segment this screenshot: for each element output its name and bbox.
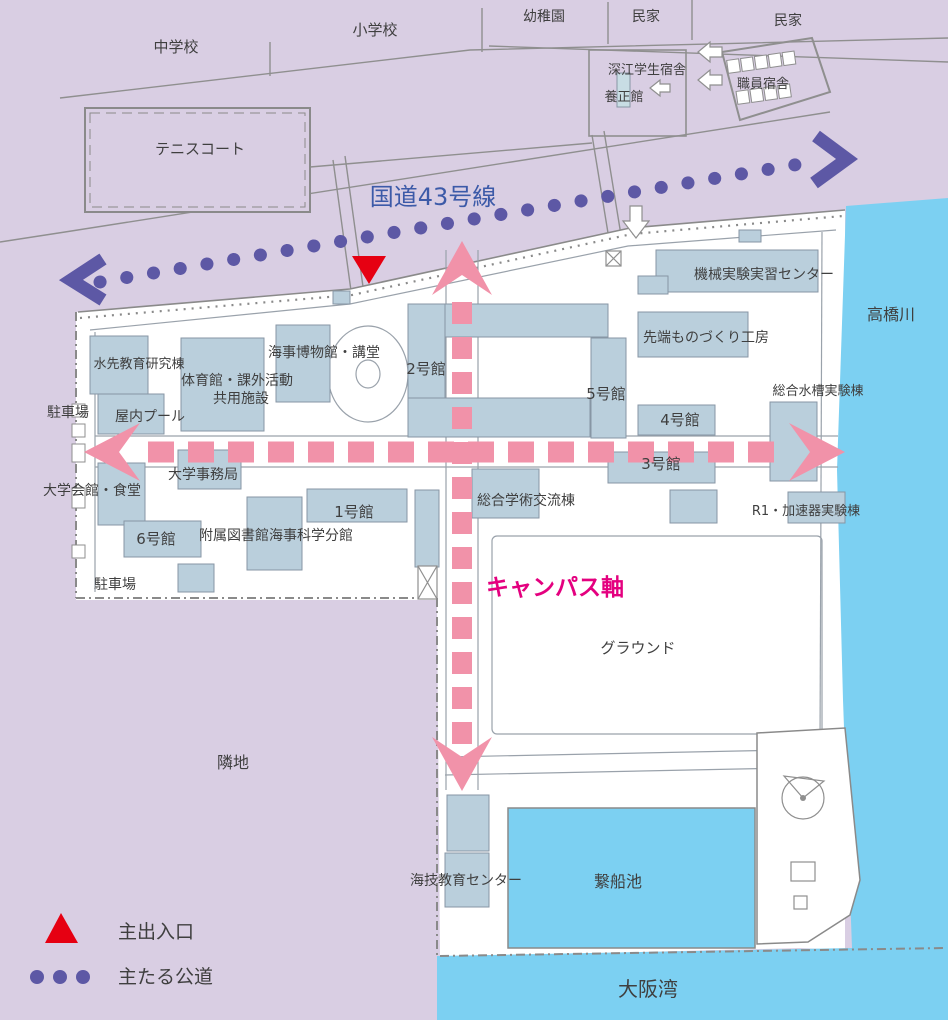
fukae-dorm-block [588, 49, 687, 137]
building-r1-accelerator [787, 491, 846, 524]
ground-outline [491, 535, 823, 735]
label-general-water-tank-lab: 総合水槽実験棟 [772, 383, 863, 399]
label-private-house-2: 民家 [774, 12, 802, 29]
label-junior-high-school: 中学校 [153, 38, 198, 56]
building-indoor-pool [97, 393, 165, 435]
building-3 [607, 451, 716, 484]
crossing-symbols [417, 250, 622, 600]
axis-arrow-right-icon [789, 423, 845, 481]
label-machine-experiment-center: 機械実験実習センター [694, 267, 834, 283]
label-building-3: 3号館 [641, 455, 681, 473]
dotted-line-icon [76, 970, 90, 984]
water-area [437, 198, 948, 1020]
dotted-line-icon [30, 970, 44, 984]
label-parking-lower: 駐車場 [94, 576, 136, 593]
campus-boundary [75, 209, 947, 957]
building-6 [123, 520, 202, 558]
building-yoseikan [616, 72, 631, 108]
building-maritime-education-n [446, 794, 490, 852]
label-library-maritime-branch: 附属図書館海事科学分館 [199, 527, 353, 544]
label-ground: グラウンド [600, 639, 675, 657]
legend-entrance-label: 主出入口 [118, 921, 194, 943]
building-machine-annex [637, 275, 669, 295]
building-gym [180, 337, 265, 432]
building-maritime-education-s [444, 852, 490, 908]
dotted-line-icon [53, 970, 67, 984]
entrance-arrow-left-icon [697, 40, 723, 64]
building-academic-exchange [471, 468, 540, 519]
chevron-right-icon [810, 130, 858, 189]
label-gym-line1: 体育館・課外活動 [181, 372, 293, 389]
label-yoseikan: 養正館 [604, 89, 643, 105]
label-staff-dorm: 職員宿舎 [737, 76, 789, 92]
legend-road-label: 主たる公道 [118, 966, 213, 988]
red-triangle-icon [45, 913, 78, 943]
building-small-north [738, 229, 762, 243]
label-takahashi-river: 高橋川 [867, 305, 915, 324]
building-small-center [332, 290, 351, 305]
building-1 [306, 488, 408, 523]
entrance-arrow-down-icon [621, 205, 651, 239]
label-gym-line2: 共用施設 [213, 391, 269, 407]
label-private-house-1: 民家 [632, 8, 660, 25]
axis-arrow-left-icon [84, 423, 140, 481]
campus-axis-lines [84, 241, 845, 791]
label-building-6: 6号館 [136, 530, 176, 548]
legend: 主出入口 主たる公道 [30, 913, 213, 988]
main-entrance-icon [352, 256, 386, 284]
label-maritime-museum-auditorium: 海事博物館・講堂 [268, 344, 380, 361]
building-1-wing [414, 489, 440, 568]
label-university-admin-office: 大学事務局 [168, 467, 238, 483]
label-building-1: 1号館 [334, 503, 374, 521]
tennis-court-area [84, 107, 311, 213]
chevron-left-icon [58, 253, 107, 306]
label-elementary-school: 小学校 [352, 21, 397, 39]
label-maritime-education-center: 海技教育センター [410, 873, 522, 889]
pier-area [756, 727, 861, 945]
building-machine-center [655, 249, 819, 293]
label-adjacent-land: 隣地 [217, 753, 249, 772]
axis-arrow-down-icon [432, 737, 492, 791]
label-building-4: 4号館 [660, 411, 700, 429]
label-university-hall-cafeteria: 大学会館・食堂 [43, 482, 141, 499]
entrance-arrow-left-icon [649, 78, 671, 98]
building-library-annex [177, 563, 215, 593]
building-library [246, 496, 303, 571]
label-parking-upper: 駐車場 [47, 404, 89, 421]
building-maritime-museum [275, 324, 331, 403]
entrance-arrow-left-icon [697, 68, 723, 92]
label-academic-exchange-bldg: 総合学術交流棟 [477, 492, 575, 509]
mooring-pond-area [507, 807, 756, 949]
label-tennis-court: テニスコート [155, 140, 245, 158]
building-advanced-workshop [637, 311, 749, 358]
building-4 [637, 404, 716, 436]
building-2-south [407, 397, 591, 438]
label-osaka-bay: 大阪湾 [618, 977, 678, 1001]
label-building-5: 5号館 [586, 385, 626, 403]
label-pilot-education-research-bldg: 水先教育研究棟 [93, 356, 184, 372]
label-building-2: 2号館 [406, 360, 446, 378]
building-3-annex [669, 489, 718, 524]
staff-dorm-block [720, 36, 832, 122]
label-route-43: 国道43号線 [370, 183, 497, 211]
label-r1-accelerator-lab: R1・加速器実験棟 [752, 503, 860, 519]
label-fukae-student-dorm: 深江学生宿舎 [608, 62, 686, 78]
entrance-arrow-icons [649, 40, 723, 98]
highway-route43 [58, 130, 858, 306]
dotted-line-icon [93, 155, 819, 289]
label-kindergarten: 幼稚園 [523, 9, 565, 25]
building-5 [590, 337, 627, 439]
label-mooring-pond: 繋船池 [594, 872, 642, 891]
label-advanced-manufacturing-workshop: 先端ものづくり工房 [643, 330, 769, 346]
axis-arrow-up-icon [432, 241, 492, 295]
label-campus-axis: キャンパス軸 [486, 575, 624, 601]
label-indoor-pool: 屋内プール [115, 409, 185, 425]
parking-ticks [71, 403, 86, 559]
